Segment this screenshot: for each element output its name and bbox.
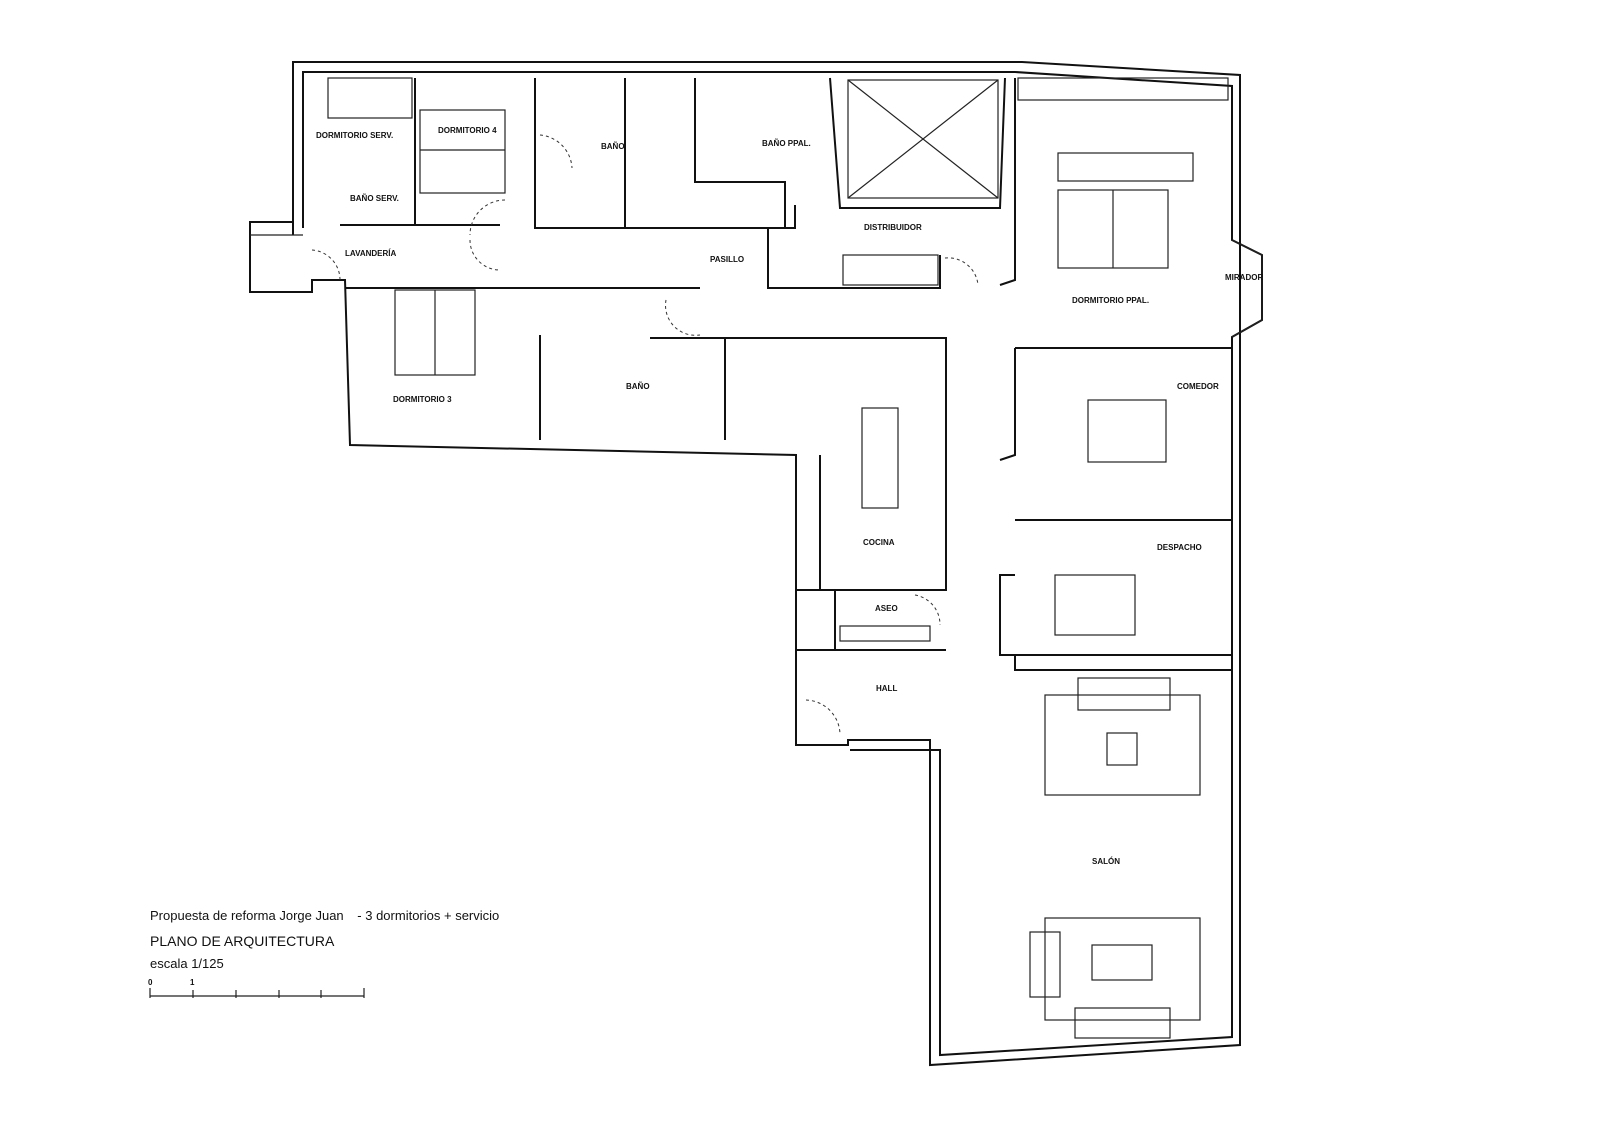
furniture: [327, 77, 1229, 1039]
scale-tick-1: 1: [190, 978, 195, 987]
label-aseo: ASEO: [875, 604, 898, 613]
label-pasillo: PASILLO: [710, 255, 744, 264]
label-hall: HALL: [876, 684, 897, 693]
label-cocina: COCINA: [863, 538, 895, 547]
label-dormitorio-3: DORMITORIO 3: [393, 395, 452, 404]
door-swings: [311, 134, 979, 736]
label-lavanderia: LAVANDERÍA: [345, 249, 396, 258]
scale-label: escala 1/125: [150, 956, 224, 971]
label-distribuidor: DISTRIBUIDOR: [864, 223, 922, 232]
exterior-walls: [249, 61, 1263, 1067]
interior-walls: [340, 77, 1232, 671]
label-bano-serv: BAÑO SERV.: [350, 194, 399, 203]
plan-type: PLANO DE ARQUITECTURA: [150, 933, 335, 949]
label-dormitorio-4: DORMITORIO 4: [438, 126, 497, 135]
label-comedor: COMEDOR: [1177, 382, 1219, 391]
label-bano-ppal: BAÑO PPAL.: [762, 139, 811, 148]
label-dormitorio-ppal: DORMITORIO PPAL.: [1072, 296, 1149, 305]
label-dormitorio-serv: DORMITORIO SERV.: [316, 131, 393, 140]
label-salon: SALÓN: [1092, 857, 1120, 866]
label-bano: BAÑO: [601, 142, 625, 151]
label-despacho: DESPACHO: [1157, 543, 1202, 552]
room-labels: DORMITORIO SERV. DORMITORIO 4 BAÑO SERV.…: [316, 126, 1263, 866]
scale-bar: 0 1: [148, 978, 365, 998]
project-name: Propuesta de reforma Jorge Juan: [150, 908, 344, 923]
label-mirador: MIRADOR: [1225, 273, 1263, 282]
label-bano-2: BAÑO: [626, 382, 650, 391]
scale-tick-0: 0: [148, 978, 153, 987]
project-subtitle: - 3 dormitorios + servicio: [357, 908, 500, 923]
project-title: Propuesta de reforma Jorge Juan - 3 dorm…: [150, 908, 499, 923]
